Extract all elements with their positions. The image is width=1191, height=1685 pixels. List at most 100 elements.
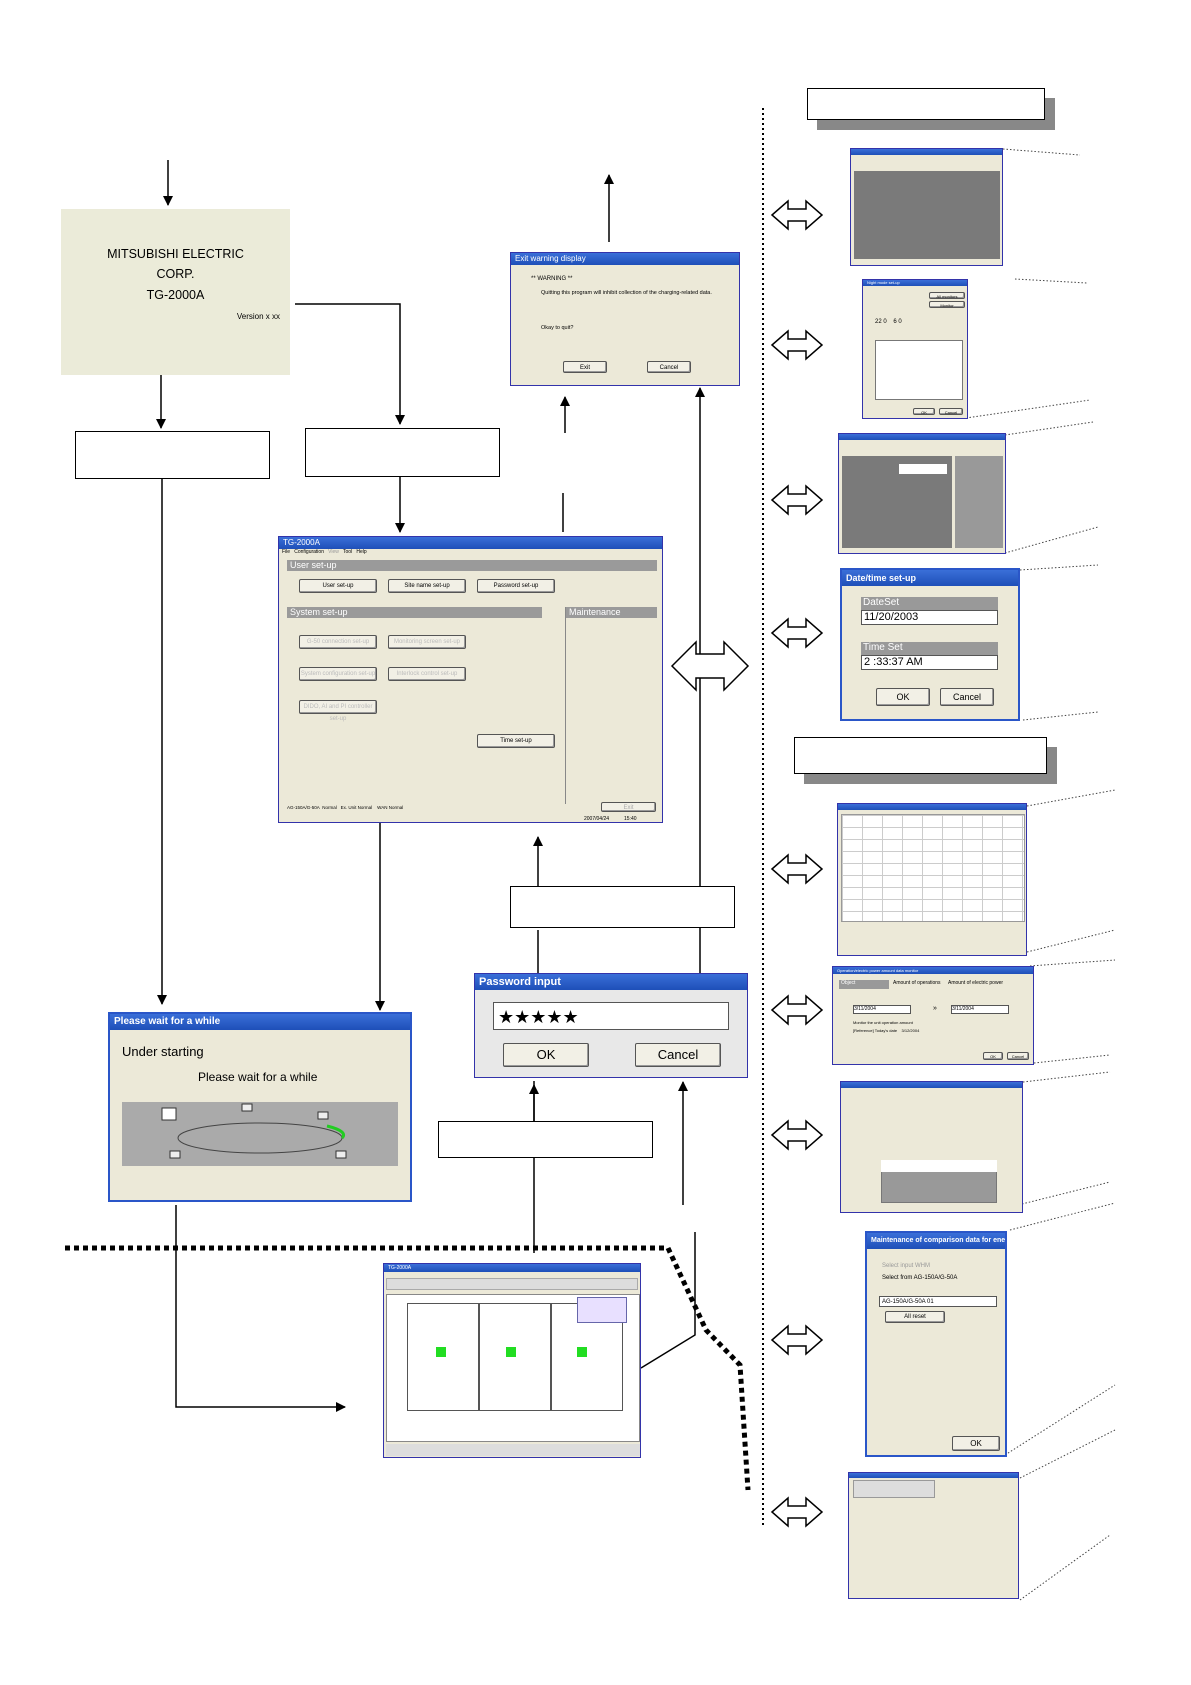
- exit-cancel-button[interactable]: Cancel: [647, 361, 691, 373]
- to-input[interactable]: 3/11/2004: [951, 1005, 1009, 1014]
- datetime-cancel-button[interactable]: Cancel: [940, 688, 994, 706]
- dido-ai-pi-setup-button[interactable]: DIDO, AI and PI controller set-up: [299, 700, 377, 722]
- menu-view[interactable]: View: [328, 549, 339, 555]
- night-cancel-button[interactable]: Cancel: [939, 408, 963, 415]
- password-setup-button[interactable]: Password set-up: [477, 579, 555, 593]
- double-arrow: [770, 994, 824, 1026]
- reference-text: [Reference] Today's date 3/12/2004: [853, 1028, 920, 1033]
- monitor-button[interactable]: Monitor: [929, 301, 965, 308]
- wait-dialog-title: Please wait for a while: [110, 1014, 410, 1030]
- double-arrow: [770, 1496, 824, 1528]
- time-set-input[interactable]: 2 :33:37 AM: [861, 655, 998, 670]
- last-setup-screen: [848, 1472, 1019, 1599]
- time-setup-button[interactable]: Time set-up: [477, 734, 555, 748]
- splash-product: TG-2000A: [146, 288, 205, 302]
- status-bar: AG-150A/G-50A Normal Ex. Unit Normal WAN…: [287, 805, 404, 810]
- from-input[interactable]: 3/11/2004: [853, 1005, 911, 1014]
- separator-thick-dotted: [65, 1245, 751, 1491]
- energy-ok-button[interactable]: OK: [983, 1052, 1003, 1060]
- password-field[interactable]: ★★★★★: [493, 1002, 729, 1030]
- fast-forward-icon: »: [933, 1005, 937, 1012]
- splash-line1: MITSUBISHI ELECTRIC: [107, 247, 244, 261]
- under-starting-text: Under starting: [122, 1044, 204, 1059]
- interlock-setup-screen: [838, 433, 1006, 554]
- option-select-input-whm[interactable]: Select input WHM: [882, 1263, 931, 1269]
- charge-data-maintenance-screen: [837, 803, 1027, 956]
- block-panel: [577, 1297, 627, 1323]
- menu-configuration[interactable]: Configuration: [294, 549, 324, 555]
- password-cancel-button[interactable]: Cancel: [635, 1043, 721, 1067]
- date-set-input[interactable]: 11/20/2003: [861, 610, 998, 625]
- monitor-floor-plan: [386, 1294, 640, 1442]
- site-name-setup-button[interactable]: Site name set-up: [388, 579, 466, 593]
- arrow-splash-right: [295, 303, 405, 425]
- password-dialog-title: Password input: [475, 974, 747, 990]
- energy-dialog-title: Operation/electric power amount data mon…: [833, 967, 1033, 974]
- option-select-from-controller[interactable]: Select from AG-150A/G-50A: [882, 1275, 958, 1281]
- datetime-ok-button[interactable]: OK: [876, 688, 930, 706]
- menu-bar: File Configuration View Tool Help: [282, 549, 367, 555]
- double-arrow: [770, 1119, 824, 1151]
- splash-version: Version x xx: [236, 312, 280, 321]
- interlock-control-setup-button[interactable]: Interlock control set-up: [388, 667, 466, 681]
- night-ok-button[interactable]: OK: [913, 408, 935, 415]
- tab-electric-power[interactable]: Amount of electric power: [948, 980, 1004, 986]
- splash-line2: CORP.: [156, 267, 195, 281]
- energy-cancel-button[interactable]: Cancel: [1007, 1052, 1029, 1060]
- exit-button[interactable]: Exit: [563, 361, 607, 373]
- flow-box-lower: [438, 1121, 653, 1158]
- monitor-title: TG-2000A: [384, 1264, 640, 1272]
- double-arrow: [770, 853, 824, 885]
- double-arrow: [770, 329, 824, 361]
- monitor-toolbar: [386, 1278, 638, 1290]
- date-set-label: DateSet: [861, 597, 998, 610]
- double-arrow-large: [670, 640, 750, 692]
- night-time-values: 22 0 6 0: [875, 319, 902, 325]
- password-ok-button[interactable]: OK: [503, 1043, 589, 1067]
- date-time-setup-dialog: Date/time set-up DateSet 11/20/2003 Time…: [840, 568, 1020, 721]
- system-configuration-setup-button[interactable]: System configuration set-up: [299, 667, 377, 681]
- splash-screen: MITSUBISHI ELECTRIC CORP. TG-2000A Versi…: [61, 209, 290, 375]
- exit-warning-message: Quitting this program will inhibit colle…: [541, 290, 712, 296]
- menu-help[interactable]: Help: [356, 549, 367, 555]
- exit-warning-heading: ** WARNING **: [531, 276, 573, 282]
- maintenance-section: Maintenance: [566, 607, 657, 618]
- comparison-ok-button[interactable]: OK: [952, 1436, 1000, 1451]
- datetime-dialog-title: Date/time set-up: [842, 570, 1018, 586]
- user-setup-section: User set-up: [287, 560, 657, 571]
- tab-operations[interactable]: Amount of operations: [893, 980, 941, 986]
- g50-connection-setup-button[interactable]: G-50 connection set-up: [299, 635, 377, 649]
- exit-warning-dialog: Exit warning display ** WARNING ** Quitt…: [510, 252, 740, 386]
- main-exit-button[interactable]: Exit: [601, 802, 656, 812]
- arrow-wait-to-monitor: [175, 1205, 346, 1412]
- exit-warning-question: Okay to quit?: [541, 325, 574, 331]
- please-wait-dialog: Please wait for a while Under starting P…: [108, 1012, 412, 1202]
- unit-status-icon[interactable]: [506, 1347, 516, 1357]
- monitoring-screen-setup-button[interactable]: Monitoring screen set-up: [388, 635, 466, 649]
- comparison-data-dialog: Maintenance of comparison data for energ…: [865, 1231, 1007, 1457]
- flow-box-middle: [510, 886, 735, 928]
- flow-box-left: [75, 431, 270, 479]
- double-arrow: [770, 1324, 824, 1356]
- user-setup-button[interactable]: User set-up: [299, 579, 377, 593]
- unit-status-icon[interactable]: [577, 1347, 587, 1357]
- all-reset-button[interactable]: All reset: [885, 1311, 945, 1323]
- network-panel: [122, 1102, 398, 1166]
- monitor-screen: TG-2000A: [383, 1263, 641, 1458]
- status-time: 15:40: [624, 816, 637, 822]
- wait-message: Please wait for a while: [198, 1070, 318, 1084]
- menu-file[interactable]: File: [282, 549, 291, 555]
- double-arrow: [770, 617, 824, 649]
- menu-tool[interactable]: Tool: [342, 549, 353, 555]
- night-mode-screen: Night mode set-up All monitors Monitor 2…: [862, 279, 968, 419]
- controller-select[interactable]: AG-150A/G-50A 01: [879, 1296, 997, 1307]
- status-date: 2007/04/24: [584, 816, 610, 822]
- section-header-box-2: [794, 737, 1047, 774]
- panel-divider: [565, 607, 566, 804]
- all-monitors-button[interactable]: All monitors: [929, 292, 965, 299]
- double-arrow: [770, 484, 824, 516]
- unit-status-icon[interactable]: [436, 1347, 446, 1357]
- energy-data-monitor-dialog: Operation/electric power amount data mon…: [832, 966, 1034, 1065]
- main-menu-title: TG-2000A: [279, 537, 662, 549]
